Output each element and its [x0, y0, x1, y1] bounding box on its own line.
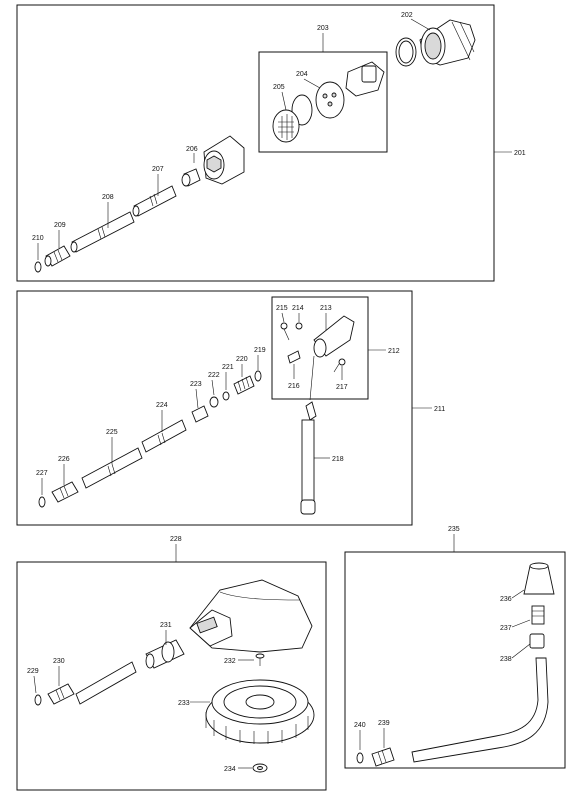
part-228-tube — [75, 661, 137, 705]
part-208-tube — [70, 211, 135, 253]
part-225-tube — [81, 447, 143, 489]
label-219: 219 — [254, 347, 266, 354]
label-231: 231 — [160, 622, 172, 629]
frame-228 — [16, 561, 327, 791]
part-227-oring — [38, 496, 46, 508]
part-202-nut — [419, 19, 476, 66]
label-229: 229 — [27, 668, 39, 675]
label-232: 232 — [224, 658, 236, 665]
label-236: 236 — [500, 596, 512, 603]
label-203: 203 — [317, 25, 329, 32]
label-220: 220 — [236, 356, 248, 363]
part-226-connector — [51, 481, 79, 503]
assembly-235: 235 236 237 238 239 240 — [344, 526, 566, 769]
label-212: 212 — [388, 348, 400, 355]
part-216-pin — [287, 350, 301, 364]
part-230-connector — [47, 683, 75, 705]
label-240: 240 — [354, 722, 366, 729]
part-224-tube — [141, 419, 187, 453]
part-205-filter — [272, 109, 300, 143]
part-210-oring — [34, 261, 42, 273]
part-218-lance — [300, 401, 317, 515]
part-228-brush-hood — [189, 579, 313, 653]
label-209: 209 — [54, 222, 66, 229]
part-207-tube — [132, 185, 177, 217]
part-203-rotor — [345, 61, 385, 97]
label-216: 216 — [288, 383, 300, 390]
label-214: 214 — [292, 305, 304, 312]
label-233: 233 — [178, 700, 190, 707]
label-205: 205 — [273, 84, 285, 91]
frame-201 — [16, 4, 495, 282]
label-217: 217 — [336, 384, 348, 391]
label-225: 225 — [106, 429, 118, 436]
label-226: 226 — [58, 456, 70, 463]
label-204: 204 — [296, 71, 308, 78]
label-213: 213 — [320, 305, 332, 312]
part-214-ball — [295, 322, 303, 330]
part-240-oring — [356, 752, 364, 764]
label-215: 215 — [276, 305, 288, 312]
frame-212 — [271, 296, 369, 400]
part-235-bent-tube — [411, 657, 549, 763]
label-206: 206 — [186, 146, 198, 153]
part-238-fitting — [529, 633, 545, 649]
label-237: 237 — [500, 625, 512, 632]
label-223: 223 — [190, 381, 202, 388]
label-201: 201 — [514, 150, 526, 157]
label-207: 207 — [152, 166, 164, 173]
assembly-211: 211 212 213 214 215 216 217 — [16, 290, 445, 526]
label-211: 211 — [434, 406, 445, 413]
label-227: 227 — [36, 470, 48, 477]
label-202: 202 — [401, 12, 413, 19]
part-231-coupler — [145, 639, 185, 669]
part-219-oring — [254, 370, 262, 382]
part-237-nipple — [531, 605, 545, 625]
part-233-brush — [205, 679, 315, 744]
label-208: 208 — [102, 194, 114, 201]
label-218: 218 — [332, 456, 344, 463]
part-209-connector — [44, 245, 71, 267]
label-221: 221 — [222, 364, 234, 371]
part-222-washer — [209, 396, 219, 408]
part-215-screw — [280, 322, 290, 341]
label-230: 230 — [53, 658, 65, 665]
part-220-spring — [233, 375, 255, 395]
part-229-oring — [34, 694, 42, 706]
assembly-228: 228 231 232 23 — [16, 536, 327, 791]
part-206-cap — [203, 135, 245, 185]
part-217-screw — [333, 358, 346, 373]
label-239: 239 — [378, 720, 390, 727]
part-236-cap — [523, 562, 555, 595]
label-224: 224 — [156, 402, 168, 409]
label-222: 222 — [208, 372, 220, 379]
part-232-screw — [255, 653, 265, 666]
label-238: 238 — [500, 656, 512, 663]
part-239-connector — [371, 747, 395, 767]
part-221-ring — [222, 391, 230, 401]
label-234: 234 — [224, 766, 236, 773]
frame-235 — [344, 551, 566, 769]
label-235: 235 — [448, 526, 460, 533]
part-204-disc — [315, 81, 345, 119]
label-210: 210 — [32, 235, 44, 242]
assembly-201: 201 203 202 204 2 — [16, 4, 526, 282]
label-228: 228 — [170, 536, 182, 543]
part-223-fitting — [191, 405, 209, 423]
part-206-fitting — [181, 168, 201, 187]
part-213-nozzle — [313, 315, 355, 358]
